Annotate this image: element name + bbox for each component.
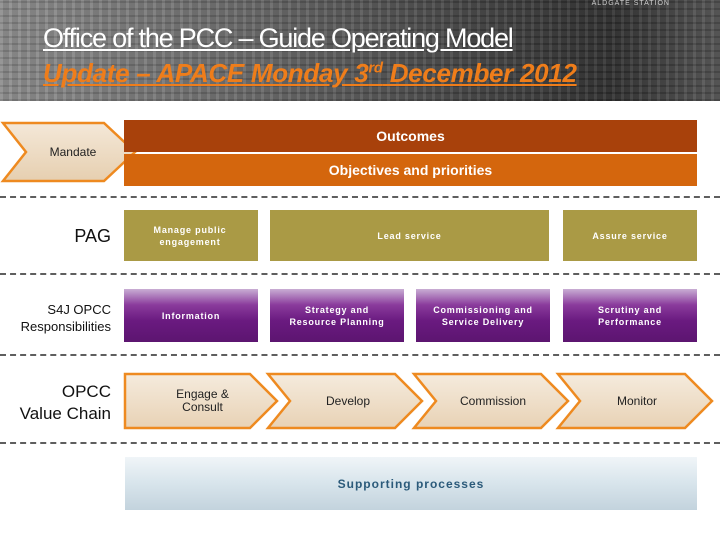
value-chain-label-line2: Value Chain bbox=[19, 404, 111, 423]
s4j-row-label: S4J OPCC Responsibilities bbox=[0, 301, 111, 335]
step-engage-consult: Engage & Consult bbox=[176, 387, 229, 414]
banner-texture bbox=[0, 0, 720, 101]
supporting-processes-bar: Supporting processes bbox=[125, 457, 697, 510]
pag-lead-service: Lead service bbox=[270, 210, 549, 261]
value-chain-label-line1: OPCC bbox=[61, 382, 111, 401]
value-chain-row-label: OPCC Value Chain bbox=[0, 381, 111, 425]
s4j-strategy-resource-planning: Strategy and Resource Planning bbox=[270, 289, 404, 342]
value-chain-chevrons bbox=[123, 372, 714, 430]
step-develop: Develop bbox=[325, 393, 371, 408]
subtitle-end: December 2012 bbox=[382, 58, 577, 88]
divider-1 bbox=[0, 196, 720, 198]
slide-title: Office of the PCC – Guide Operating Mode… bbox=[43, 23, 514, 53]
divider-3 bbox=[0, 354, 720, 356]
objectives-bar: Objectives and priorities bbox=[124, 154, 697, 186]
slide-subtitle: Update – APACE Monday 3rd December 2012 bbox=[43, 58, 577, 89]
chevron-commission bbox=[411, 372, 570, 430]
mandate-chevron bbox=[0, 121, 137, 183]
step-monitor: Monitor bbox=[616, 393, 657, 408]
divider-2 bbox=[0, 273, 720, 275]
divider-4 bbox=[0, 442, 720, 444]
header-banner: ALDGATE STATION Office of the PCC – Guid… bbox=[0, 0, 720, 101]
pag-manage-public-engagement: Manage public engagement bbox=[124, 210, 258, 261]
chevron-engage-consult bbox=[123, 372, 279, 430]
s4j-scrutiny-performance: Scrutiny and Performance bbox=[563, 289, 697, 342]
s4j-label-line2: Responsibilities bbox=[20, 319, 111, 334]
pag-assure-service: Assure service bbox=[563, 210, 697, 261]
mandate-label: Mandate bbox=[49, 144, 97, 159]
chevron-monitor bbox=[555, 372, 714, 430]
s4j-commissioning-service-delivery: Commissioning and Service Delivery bbox=[416, 289, 550, 342]
pag-row-label: PAG bbox=[74, 226, 111, 246]
step-commission: Commission bbox=[459, 393, 526, 408]
s4j-information: Information bbox=[124, 289, 258, 342]
subtitle-main: Update – APACE Monday 3 bbox=[43, 58, 369, 88]
subtitle-superscript: rd bbox=[368, 59, 383, 77]
station-sign: ALDGATE STATION bbox=[591, 0, 670, 7]
outcomes-bar: Outcomes bbox=[124, 120, 697, 152]
s4j-label-line1: S4J OPCC bbox=[47, 302, 111, 317]
chevron-develop bbox=[265, 372, 424, 430]
